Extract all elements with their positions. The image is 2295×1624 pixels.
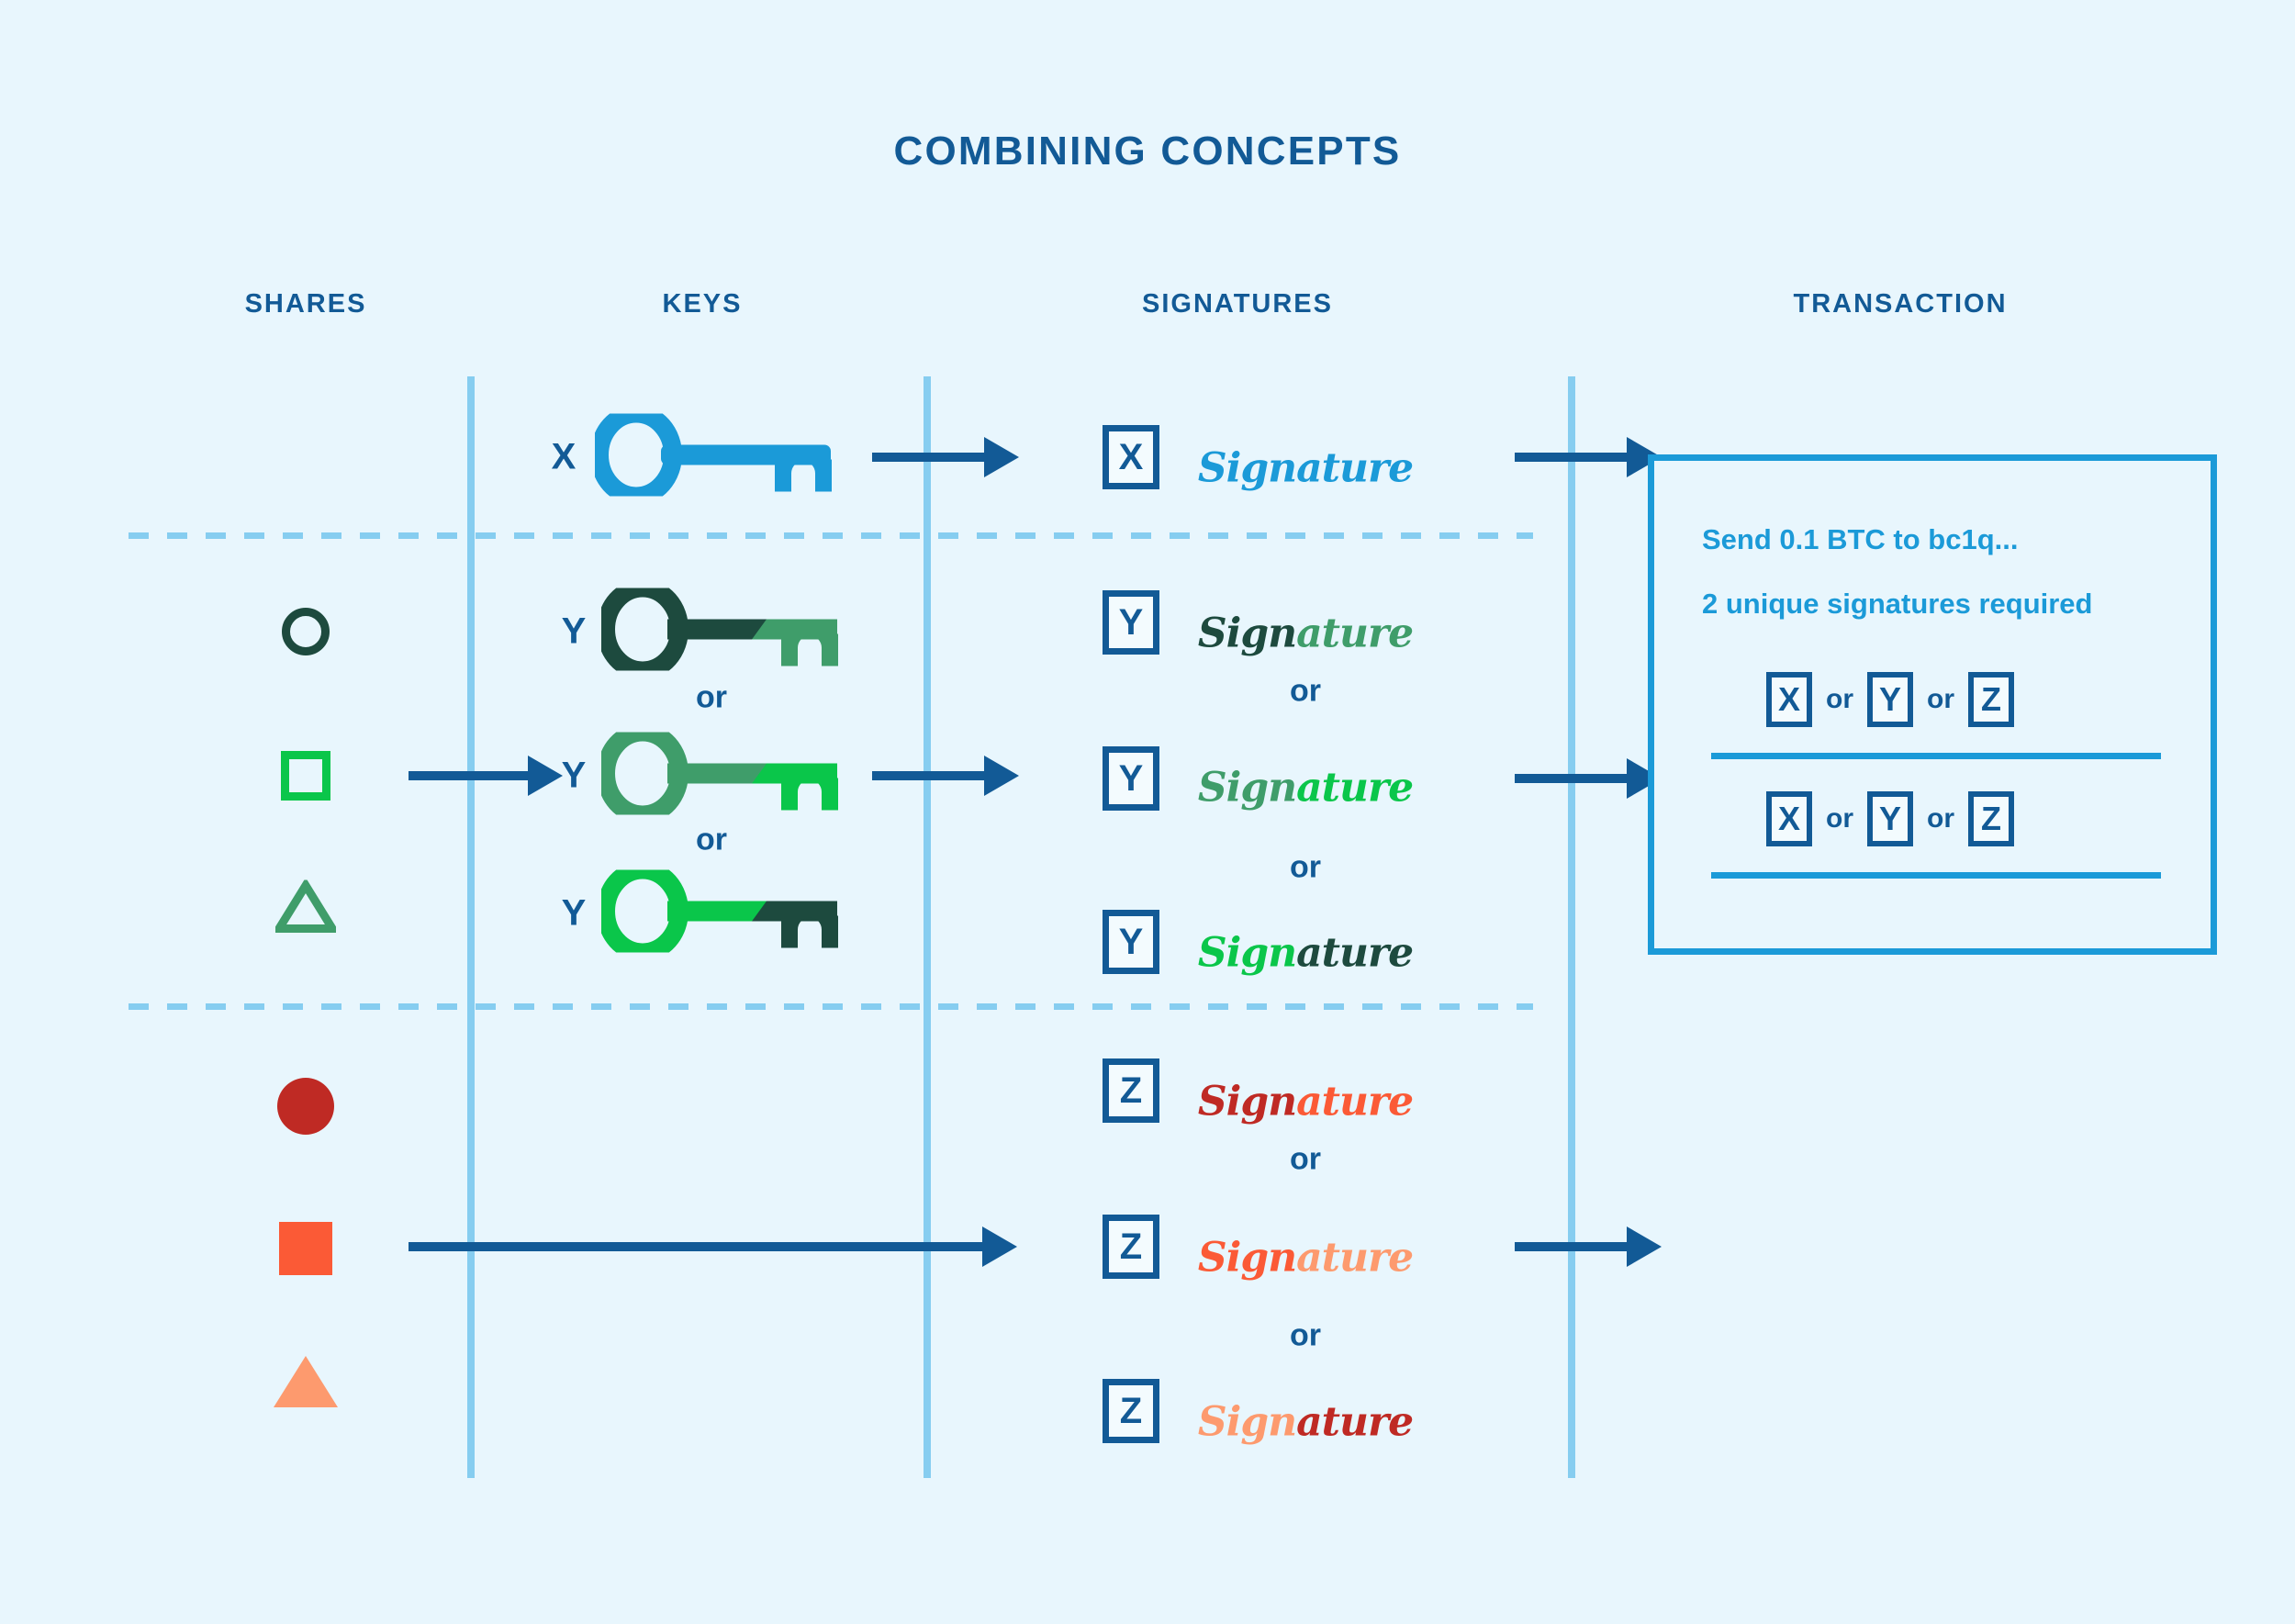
key-icon-y-3: [597, 860, 858, 962]
signature-box-y-2: Y: [1103, 746, 1159, 811]
signature-word-x-part2: ature: [1296, 444, 1414, 492]
signature-word-y-3: Signature: [1197, 929, 1414, 977]
signature-word-x: Signature: [1197, 444, 1414, 492]
signature-word-z-2-part2: ature: [1296, 1234, 1414, 1282]
signature-word-y-2-part1: Sign: [1197, 764, 1297, 812]
column-header-signatures: SIGNATURES: [1142, 289, 1333, 319]
transaction-or-1a: or: [1826, 684, 1853, 714]
or-label-signatures-y-2: or: [1290, 849, 1321, 885]
signature-word-y-1: Signature: [1197, 610, 1414, 657]
signature-word-y-3-part1: Sign: [1197, 929, 1297, 977]
vertical-divider-keys-signatures: [924, 376, 931, 1478]
vertical-divider-signatures-transaction: [1568, 376, 1575, 1478]
transaction-option-x-1: X: [1766, 672, 1812, 727]
signature-word-z-3-part1: Sign: [1197, 1398, 1297, 1446]
signature-word-z-2-part1: Sign: [1197, 1234, 1297, 1282]
or-label-signatures-z-2: or: [1290, 1317, 1321, 1353]
transaction-line-1: Send 0.1 BTC to bc1q...: [1702, 523, 2019, 555]
or-label-signatures-y-1: or: [1290, 673, 1321, 709]
signature-box-z-3: Z: [1103, 1379, 1159, 1443]
column-header-transaction: TRANSACTION: [1793, 289, 2008, 319]
signature-word-z-1-part2: ature: [1296, 1078, 1414, 1126]
signature-word-y-1-part2: ature: [1296, 610, 1414, 657]
key-label-y-2: Y: [561, 755, 587, 796]
transaction-option-z-1: Z: [1968, 672, 2014, 727]
signature-box-z-2: Z: [1103, 1215, 1159, 1279]
transaction-option-x-2: X: [1766, 791, 1812, 846]
signature-box-z-1: Z: [1103, 1058, 1159, 1123]
transaction-option-z-2: Z: [1968, 791, 2014, 846]
signature-word-y-1-part1: Sign: [1197, 610, 1297, 657]
transaction-slot-row-1: X or Y or Z: [1766, 672, 2014, 727]
column-header-keys: KEYS: [662, 289, 743, 319]
signature-box-x: X: [1103, 425, 1159, 489]
signature-box-y-3: Y: [1103, 910, 1159, 974]
transaction-signature-line-2: [1711, 872, 2161, 879]
or-label-signatures-z-1: or: [1290, 1141, 1321, 1177]
signature-word-z-1: Signature: [1197, 1078, 1414, 1126]
group-divider-top: [129, 532, 1533, 539]
signature-box-y-1: Y: [1103, 590, 1159, 655]
share-triangle-outline-y: [271, 877, 341, 938]
key-label-y-3: Y: [561, 892, 587, 934]
transaction-signature-line-1: [1711, 753, 2161, 759]
page-title: COMBINING CONCEPTS: [893, 129, 1402, 174]
share-square-outline-y: [281, 751, 330, 801]
signature-word-x-part1: Sign: [1197, 444, 1297, 492]
transaction-or-2a: or: [1826, 803, 1853, 834]
transaction-option-y-1: Y: [1867, 672, 1913, 727]
or-label-keys-1: or: [696, 679, 727, 715]
transaction-slot-row-2: X or Y or Z: [1766, 791, 2014, 846]
transaction-option-y-2: Y: [1867, 791, 1913, 846]
key-icon-x: [590, 404, 852, 506]
key-icon-y-2: [597, 722, 858, 824]
vertical-divider-shares-keys: [467, 376, 475, 1478]
transaction-box[interactable]: Send 0.1 BTC to bc1q... 2 unique signatu…: [1648, 454, 2217, 955]
share-triangle-filled-z: [274, 1356, 338, 1407]
key-label-y-1: Y: [561, 610, 587, 652]
signature-word-z-3-part2: ature: [1296, 1398, 1414, 1446]
signature-word-z-3: Signature: [1197, 1398, 1414, 1446]
key-label-x: X: [551, 436, 577, 477]
signature-word-z-2: Signature: [1197, 1234, 1414, 1282]
key-icon-y-1: [597, 578, 858, 680]
signature-word-y-2: Signature: [1197, 764, 1414, 812]
share-circle-filled-z: [277, 1078, 334, 1135]
transaction-line-2: 2 unique signatures required: [1702, 588, 2093, 620]
share-circle-outline-y: [282, 608, 330, 655]
transaction-or-1b: or: [1927, 684, 1954, 714]
or-label-keys-2: or: [696, 822, 727, 857]
group-divider-bottom: [129, 1003, 1533, 1010]
signature-word-y-2-part2: ature: [1296, 764, 1414, 812]
signature-word-z-1-part1: Sign: [1197, 1078, 1297, 1126]
share-square-filled-z: [279, 1222, 332, 1275]
transaction-or-2b: or: [1927, 803, 1954, 834]
signature-word-y-3-part2: ature: [1296, 929, 1414, 977]
column-header-shares: SHARES: [244, 289, 367, 319]
